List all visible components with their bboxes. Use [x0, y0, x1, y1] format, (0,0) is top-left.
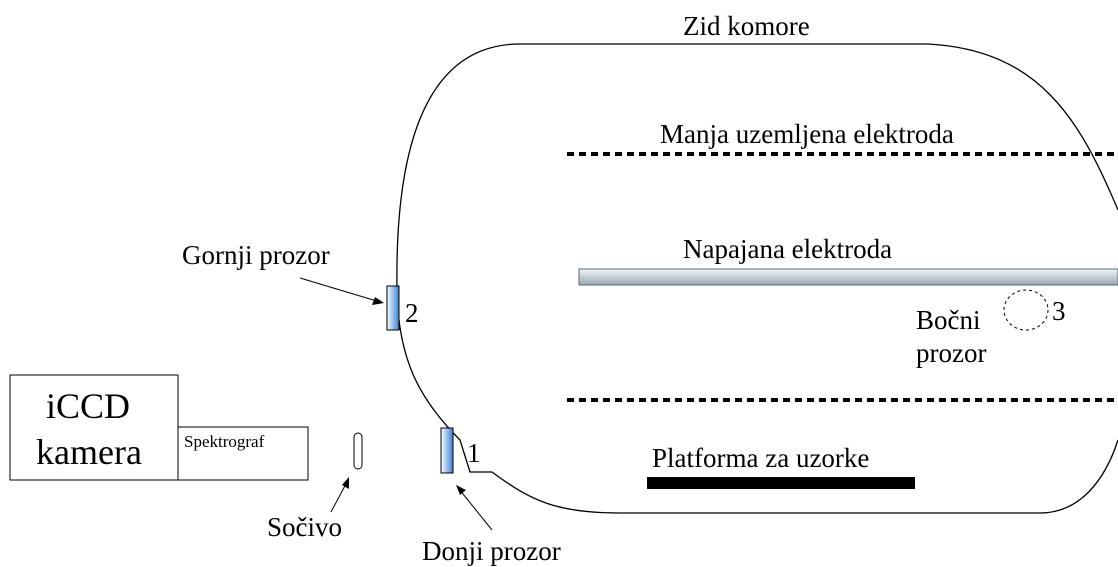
- label-window-3: 3: [1052, 296, 1066, 326]
- label-camera-2: kamera: [36, 432, 142, 472]
- arrow-lower-window: [456, 485, 493, 531]
- label-side-window-2: prozor: [916, 338, 986, 368]
- powered-electrode: [578, 268, 1118, 286]
- label-upper-window: Gornji prozor: [182, 240, 330, 270]
- label-spectrograph: Spektrograf: [184, 432, 265, 451]
- side-window: [1003, 289, 1049, 331]
- label-grounded-electrode: Manja uzemljena elektroda: [660, 119, 954, 149]
- label-window-1: 1: [467, 438, 481, 468]
- lens: [353, 432, 363, 470]
- arrow-upper-window: [299, 277, 384, 305]
- label-sample-platform: Platforma za uzorke: [652, 443, 869, 473]
- sample-platform: [647, 477, 915, 489]
- label-camera-1: iCCD: [46, 386, 130, 426]
- lower-window: [440, 427, 454, 474]
- arrow-lens: [330, 477, 349, 513]
- label-side-window-1: Bočni: [916, 305, 981, 335]
- upper-window: [386, 285, 400, 331]
- label-lower-window: Donji prozor: [422, 536, 561, 566]
- label-chamber-wall: Zid komore: [683, 11, 810, 41]
- label-powered-electrode: Napajana elektroda: [683, 234, 892, 264]
- spectrograph: [177, 426, 309, 481]
- label-window-2: 2: [405, 298, 419, 328]
- label-lens: Sočivo: [267, 512, 342, 542]
